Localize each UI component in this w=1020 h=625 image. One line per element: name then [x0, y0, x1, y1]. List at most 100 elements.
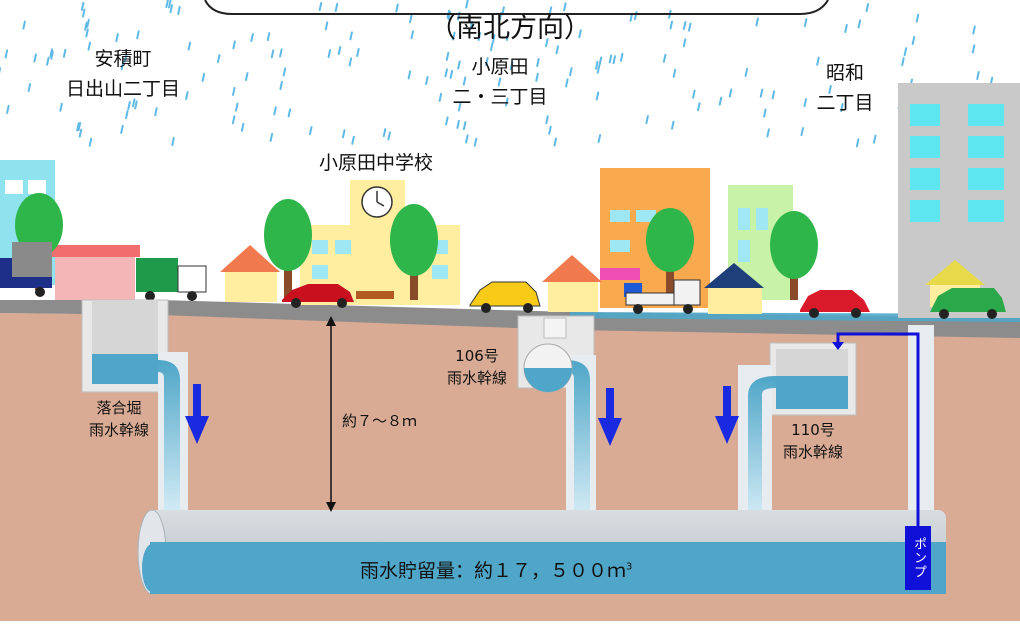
school-label: 小原田中学校 — [296, 148, 456, 178]
raindrop — [874, 136, 876, 143]
raindrop — [730, 90, 732, 97]
area-label-oharada-line1: 小原田 — [430, 52, 570, 82]
raindrop — [902, 58, 904, 65]
raindrop — [246, 73, 248, 80]
raindrop — [284, 68, 286, 75]
area-label-showa-line2: 二丁目 — [800, 88, 890, 118]
raindrop — [242, 124, 244, 131]
raindrop — [973, 46, 975, 53]
ochiai-trunk-line1: 落合堀 — [74, 398, 164, 419]
raindrop — [87, 20, 89, 27]
raindrop — [599, 135, 601, 142]
raindrop — [121, 126, 123, 133]
raindrop — [773, 91, 775, 98]
raindrop — [564, 3, 566, 10]
raindrop — [549, 127, 551, 134]
raindrop — [646, 116, 648, 123]
raindrop — [7, 106, 9, 113]
storage-volume-label: 雨水貯留量：約１７，５００ｍ3 — [360, 556, 632, 583]
storage-unit-superscript: 3 — [626, 562, 632, 573]
raindrop — [82, 3, 84, 10]
raindrop — [357, 49, 359, 56]
trunk-106-line1: 106号 — [433, 346, 521, 367]
raindrop — [698, 103, 700, 110]
raindrop — [409, 71, 411, 78]
raindrop — [155, 108, 157, 115]
raindrop — [802, 128, 804, 135]
raindrop — [475, 139, 477, 146]
raindrop — [90, 139, 92, 146]
raindrop — [116, 34, 118, 41]
raindrop — [83, 10, 85, 17]
raindrop — [34, 55, 36, 62]
depth-label: 約７～８ｍ — [342, 410, 417, 431]
raindrop — [137, 31, 139, 38]
raindrop — [29, 84, 31, 91]
raindrop — [251, 34, 253, 41]
raindrop — [233, 41, 235, 48]
raindrop — [178, 7, 180, 14]
raindrop — [343, 130, 345, 137]
raindrop — [384, 129, 386, 136]
raindrop — [664, 55, 666, 62]
raindrop — [280, 82, 282, 89]
raindrop — [233, 116, 235, 123]
raindrop — [80, 130, 82, 137]
raindrop — [446, 117, 448, 124]
raindrop — [388, 132, 390, 139]
raindrop — [671, 22, 673, 29]
raindrop — [672, 122, 674, 129]
raindrop — [761, 90, 763, 97]
raindrop — [621, 54, 623, 61]
storage-volume-text: 雨水貯留量：約１７，５００ｍ — [360, 560, 626, 582]
raindrop — [720, 98, 722, 105]
raindrop — [350, 32, 352, 39]
raindrop — [693, 91, 695, 98]
raindrop — [233, 88, 235, 95]
area-label-oharada-line2: 二・三丁目 — [430, 82, 570, 112]
raindrop — [350, 58, 352, 65]
raindrop — [218, 55, 220, 62]
raindrop — [597, 93, 599, 100]
raindrop — [310, 127, 312, 134]
area-label-yasumi-line2: 日出山二丁目 — [48, 74, 198, 104]
raindrop — [23, 22, 25, 29]
raindrop — [396, 5, 398, 12]
raindrop — [272, 50, 274, 57]
raindrop — [546, 116, 548, 123]
raindrop — [320, 3, 322, 10]
raindrop — [598, 66, 600, 73]
raindrop — [457, 121, 459, 128]
raindrop — [684, 39, 686, 46]
raindrop — [973, 27, 975, 34]
raindrop — [236, 104, 238, 111]
raindrop — [289, 109, 291, 116]
raindrop — [336, 4, 338, 11]
trunk-106-line2: 雨水幹線 — [433, 368, 521, 389]
raindrop — [326, 22, 328, 29]
raindrop — [126, 111, 128, 118]
raindrop — [329, 50, 331, 57]
raindrop — [767, 129, 769, 136]
raindrop — [859, 20, 861, 27]
raindrop — [570, 68, 572, 75]
raindrop — [268, 33, 270, 40]
raindrop — [917, 15, 919, 22]
trunk-110-line2: 雨水幹線 — [768, 442, 858, 463]
trunk-110-line1: 110号 — [768, 420, 858, 441]
raindrop — [86, 30, 88, 37]
direction-label: （南北方向） — [400, 12, 620, 46]
raindrop — [764, 110, 766, 117]
raindrop — [746, 69, 748, 76]
raindrop — [600, 58, 602, 65]
raindrop — [555, 139, 557, 146]
pump-label: ポンプ — [905, 526, 931, 590]
raindrop — [280, 49, 282, 56]
raindrop — [610, 55, 612, 62]
raindrop — [171, 5, 173, 12]
ochiai-trunk-line2: 雨水幹線 — [74, 420, 164, 441]
raindrop — [339, 47, 341, 54]
raindrop — [466, 1, 468, 8]
raindrop — [172, 138, 174, 145]
raindrop — [689, 24, 691, 31]
